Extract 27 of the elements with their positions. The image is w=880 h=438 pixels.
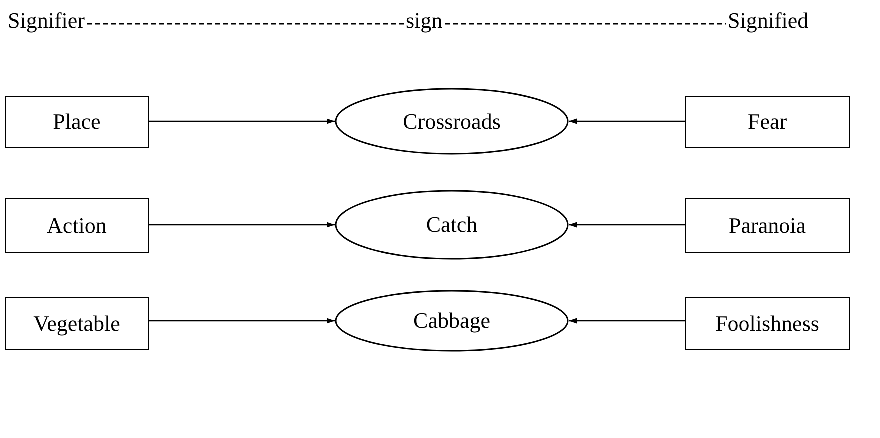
concept-box	[685, 96, 850, 148]
arrow	[569, 318, 685, 324]
sign-ellipse	[335, 190, 569, 260]
node-label: Place	[53, 109, 101, 135]
arrow	[569, 118, 685, 124]
arrow	[149, 222, 335, 228]
node-label: Foolishness	[716, 310, 820, 336]
node-label: Action	[47, 212, 107, 238]
header-label: Signified	[728, 8, 809, 34]
sign-ellipse	[335, 88, 569, 155]
node-label: Crossroads	[403, 108, 501, 134]
arrow	[569, 222, 685, 228]
concept-box	[685, 198, 850, 253]
concept-box	[5, 198, 149, 253]
concept-box	[5, 96, 149, 148]
node-label: Paranoia	[729, 212, 806, 238]
node-label: Vegetable	[34, 310, 120, 336]
concept-box	[5, 297, 149, 350]
header-label: Signifier	[8, 8, 85, 34]
node-label: Catch	[426, 212, 478, 238]
arrow	[149, 318, 335, 324]
header-label: sign	[406, 8, 443, 34]
node-label: Cabbage	[414, 308, 490, 334]
arrow	[149, 118, 335, 124]
concept-box	[685, 297, 850, 350]
sign-ellipse	[335, 290, 569, 352]
node-label: Fear	[748, 109, 788, 135]
